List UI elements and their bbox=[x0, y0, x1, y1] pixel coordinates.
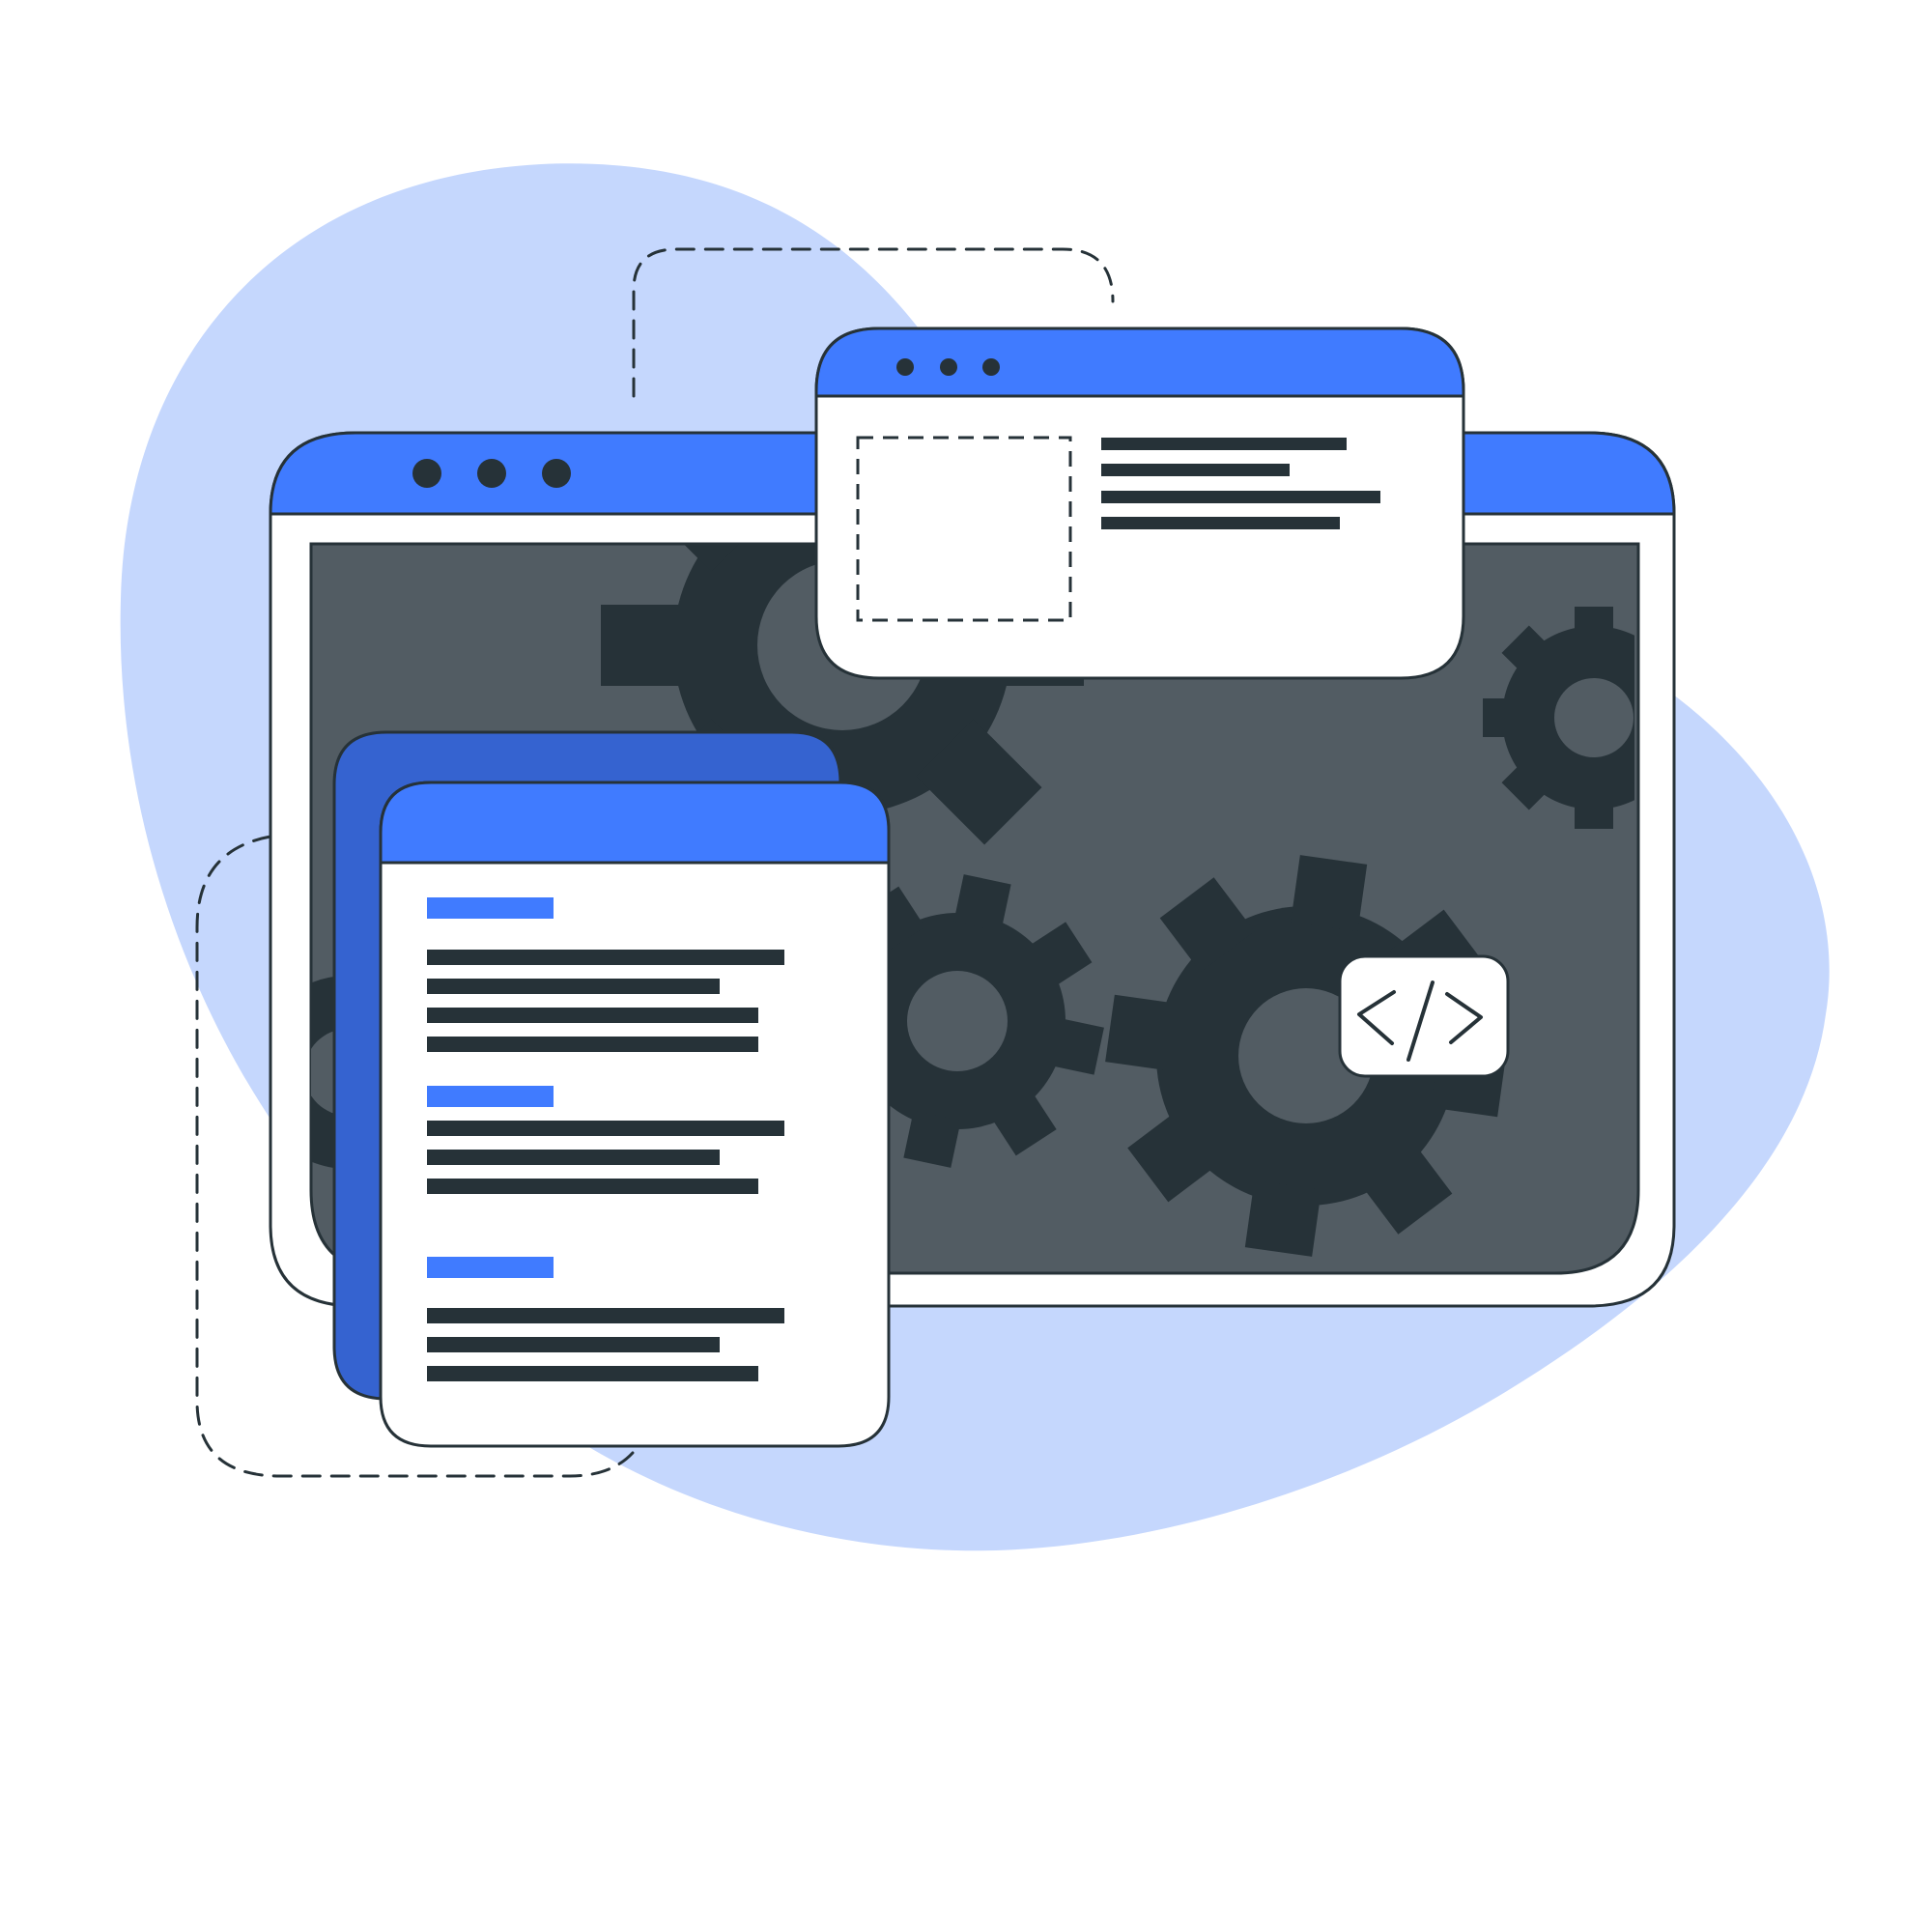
doc-line bbox=[427, 1121, 784, 1136]
doc-line bbox=[427, 1037, 758, 1052]
popup-text-line-4 bbox=[1101, 517, 1340, 529]
doc-line bbox=[427, 1150, 720, 1165]
popup-dot-3 bbox=[982, 358, 1000, 376]
popup-window-titlebar bbox=[814, 327, 1465, 398]
gear-icon bbox=[1483, 607, 1634, 829]
doc-line bbox=[427, 1308, 784, 1323]
dashed-connector-left bbox=[195, 835, 641, 1478]
code-badge bbox=[1338, 954, 1510, 1078]
document-front-header bbox=[379, 781, 891, 865]
doc-line bbox=[427, 979, 720, 994]
doc-line bbox=[427, 950, 784, 965]
popup-dot-1 bbox=[896, 358, 914, 376]
doc-line bbox=[427, 1337, 720, 1352]
doc-line bbox=[427, 1366, 758, 1381]
window-dot-1 bbox=[412, 459, 441, 488]
popup-dot-2 bbox=[940, 358, 957, 376]
doc-line bbox=[427, 1179, 758, 1194]
document-icon bbox=[379, 781, 891, 1448]
window-dot-3 bbox=[542, 459, 571, 488]
doc-line bbox=[427, 1008, 758, 1023]
window-dot-2 bbox=[477, 459, 506, 488]
popup-text-line-2 bbox=[1101, 464, 1290, 476]
doc-heading-2 bbox=[427, 1086, 554, 1107]
doc-heading-3 bbox=[427, 1257, 554, 1278]
image-placeholder-icon bbox=[856, 436, 1072, 622]
popup-text-line-3 bbox=[1101, 491, 1380, 503]
doc-heading-1 bbox=[427, 897, 554, 919]
popup-text-line-1 bbox=[1101, 438, 1347, 450]
dashed-connector-top bbox=[632, 247, 1115, 398]
popup-window bbox=[814, 327, 1465, 680]
code-icon bbox=[1357, 980, 1483, 1062]
